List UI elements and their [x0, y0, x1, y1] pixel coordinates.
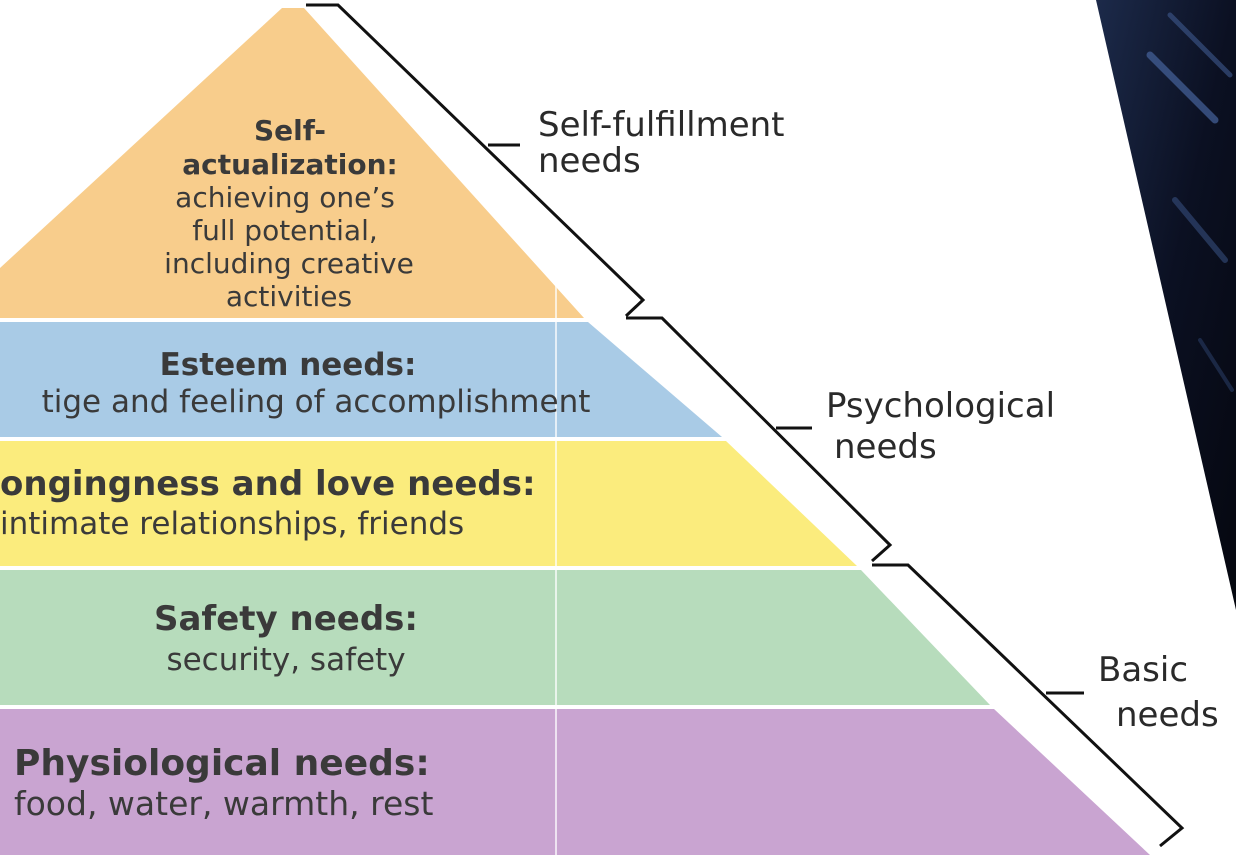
tier-self-actualization-title-line2: actualization: — [182, 148, 397, 181]
tier-self-actualization-desc-line4: activities — [226, 280, 352, 313]
bracket-self-fulfillment-label-line1: Self-fulfillment — [538, 105, 785, 145]
tier-belongingness-title: ongingness and love needs: — [0, 464, 536, 504]
bracket-psychological — [626, 316, 893, 563]
dark-background-corner — [1096, 0, 1236, 610]
tier-band-safety — [0, 570, 990, 705]
tier-band-self-actualization — [0, 8, 584, 318]
tier-belongingness-text: ongingness and love needs: intimate rela… — [0, 464, 536, 542]
tier-esteem-text: Esteem needs: tige and feeling of accomp… — [42, 347, 591, 420]
tier-self-actualization-desc-line3: including creative — [164, 247, 414, 280]
tier-self-actualization-desc-line2: full potential, — [192, 214, 378, 247]
tier-physiological-desc: food, water, warmth, rest — [14, 784, 433, 823]
tier-band-esteem — [0, 322, 722, 437]
tier-band-physiological — [0, 709, 1150, 855]
tier-physiological-text: Physiological needs: food, water, warmth… — [14, 743, 433, 823]
tier-esteem-desc: tige and feeling of accomplishment — [42, 384, 591, 420]
tier-separators — [0, 250, 994, 859]
bracket-self-fulfillment-line — [306, 3, 646, 318]
bracket-basic-line — [872, 563, 1185, 848]
tier-safety-desc: security, safety — [166, 642, 405, 678]
bracket-basic-label-line1: Basic — [1098, 650, 1188, 690]
tier-self-actualization-title-line1: Self- — [254, 114, 326, 147]
bracket-basic — [872, 563, 1185, 848]
bracket-basic-label-line2: needs — [1116, 695, 1219, 735]
tier-self-actualization-desc-line1: achieving one’s — [175, 181, 395, 214]
bracket-psychological-line — [626, 316, 893, 563]
bracket-self-fulfillment-label-line2: needs — [538, 141, 641, 181]
tier-belongingness-desc: intimate relationships, friends — [0, 506, 464, 542]
bracket-psychological-label-line1: Psychological — [826, 386, 1055, 426]
bracket-self-fulfillment — [306, 3, 646, 318]
pyramid — [0, 8, 1150, 855]
tier-band-belongingness — [0, 441, 857, 566]
bracket-psychological-label-line2: needs — [834, 427, 937, 467]
tier-safety-title: Safety needs: — [154, 599, 418, 639]
tier-physiological-title: Physiological needs: — [14, 743, 430, 784]
tier-self-actualization-text: Self- actualization: achieving one’s ful… — [164, 114, 414, 313]
tier-esteem-title: Esteem needs: — [160, 347, 417, 383]
tier-safety-text: Safety needs: security, safety — [154, 599, 418, 678]
